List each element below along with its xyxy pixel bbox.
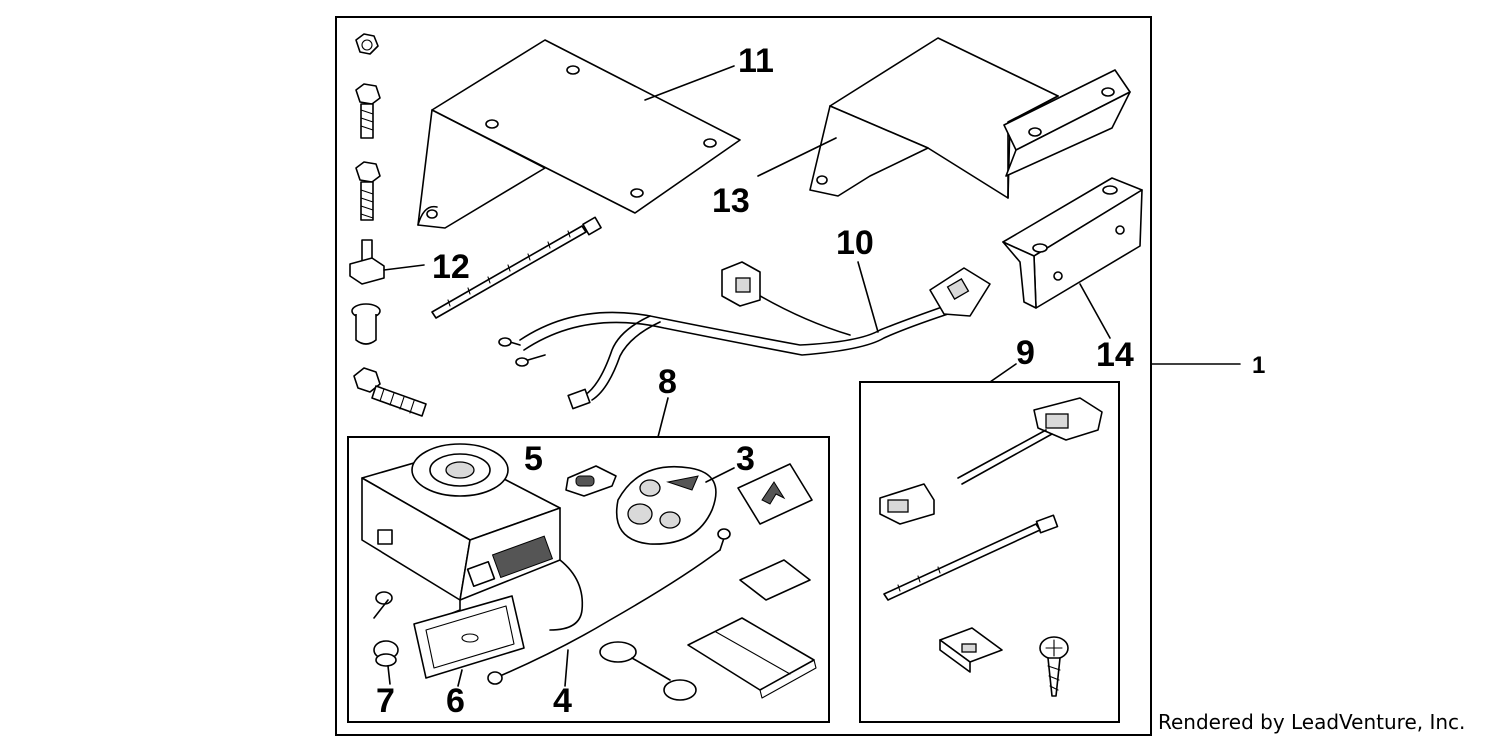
leader-7: [387, 665, 391, 685]
subkit-8-frame: [347, 436, 830, 723]
mounting-pad-6-part[interactable]: [413, 595, 525, 679]
leader-4: [564, 649, 569, 687]
leader-12: [383, 264, 425, 271]
callout-10[interactable]: 10: [836, 224, 874, 262]
sub-harness-part[interactable]: [879, 397, 1103, 525]
leader-9: [989, 363, 1017, 383]
sensor-5-part[interactable]: [565, 465, 617, 497]
collar-part[interactable]: [351, 303, 381, 345]
leader-3: [705, 467, 735, 483]
flange-nut-part[interactable]: [355, 33, 379, 55]
remote-fob-3-part[interactable]: [616, 465, 717, 545]
callout-8[interactable]: 8: [658, 363, 677, 401]
manual-booklet-part[interactable]: [687, 617, 817, 699]
wire-harness-10-part[interactable]: [498, 261, 991, 410]
callout-9[interactable]: 9: [1016, 334, 1035, 372]
callout-4[interactable]: 4: [553, 682, 572, 720]
leader-6: [457, 669, 463, 687]
harness-connector-a: [721, 261, 761, 307]
flange-bolt-part[interactable]: [353, 367, 427, 417]
clip-part[interactable]: [939, 627, 1003, 673]
leader-8: [657, 397, 669, 438]
logo-card-part[interactable]: [737, 463, 813, 525]
alarm-unit-part[interactable]: [361, 443, 561, 615]
bracket-13-part[interactable]: [809, 37, 1131, 199]
hex-bolt-long-part[interactable]: [355, 161, 381, 221]
clip-nut-part[interactable]: [349, 239, 385, 285]
sensor-wire-4-part[interactable]: [487, 528, 731, 685]
leader-11: [644, 65, 735, 101]
alarm-wire: [549, 559, 584, 631]
tapping-screw-part[interactable]: [1039, 636, 1069, 697]
callout-7[interactable]: 7: [376, 682, 395, 720]
hardware-column: [349, 33, 427, 417]
leader-13: [757, 137, 837, 177]
callout-3[interactable]: 3: [736, 440, 755, 478]
callout-12[interactable]: 12: [432, 248, 470, 286]
render-credit: Rendered by LeadVenture, Inc.: [1158, 710, 1466, 734]
bracket-11-part[interactable]: [417, 39, 741, 229]
screw-7-part[interactable]: [373, 591, 399, 667]
hex-bolt-short-part[interactable]: [355, 83, 381, 139]
leader-10: [857, 261, 879, 333]
callout-14[interactable]: 14: [1096, 336, 1134, 374]
leader-14: [1079, 283, 1111, 339]
callout-1[interactable]: 1: [1252, 352, 1265, 379]
callout-13[interactable]: 13: [712, 182, 750, 220]
ring-terminals: [498, 337, 546, 367]
callout-11[interactable]: 11: [738, 42, 774, 80]
label-sticker-part[interactable]: [739, 559, 811, 601]
key-ring-part[interactable]: [599, 641, 697, 701]
harness-connector-b: [929, 267, 991, 317]
cable-tie-part[interactable]: [431, 216, 602, 319]
kit-frame: [335, 16, 1152, 736]
callout-5[interactable]: 5: [524, 440, 543, 478]
cable-tie-small-part[interactable]: [883, 514, 1059, 601]
callout-6[interactable]: 6: [446, 682, 465, 720]
bracket-14-part[interactable]: [1002, 177, 1143, 309]
